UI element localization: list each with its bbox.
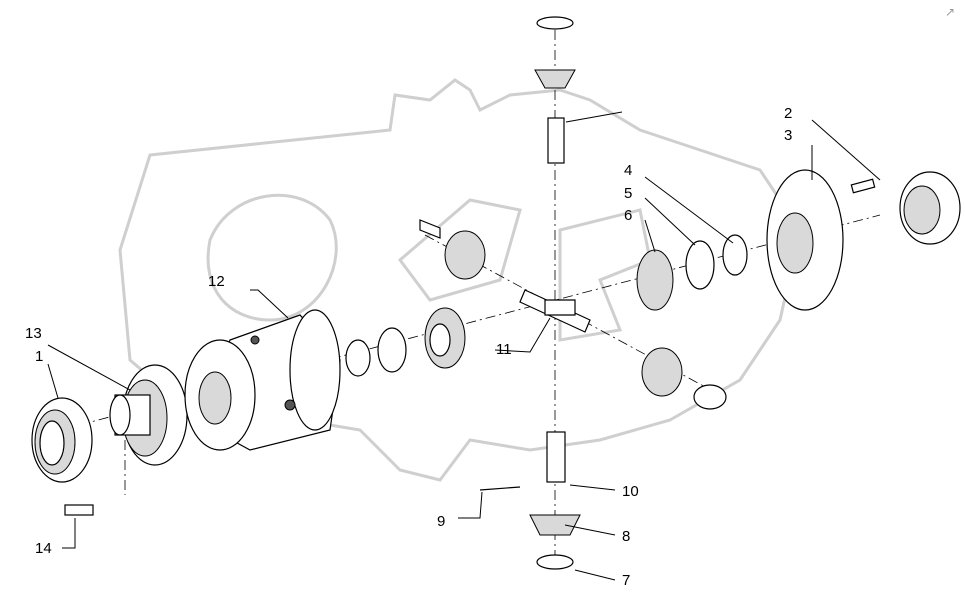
part-top-pin [547,111,623,164]
callout-9: 9 [437,513,445,530]
part-top-pinion [534,69,576,89]
part-top-washer [536,16,574,30]
callout-3: 3 [784,127,792,144]
callout-5: 5 [624,185,632,202]
part-side-gear-right [636,249,674,311]
part-bolt-14 [64,504,94,516]
part-cross-shaft [519,289,591,333]
callout-2: 2 [784,105,792,122]
part-bearing-right [899,171,961,245]
part-washer-5 [685,240,715,290]
washer-set-center [345,327,407,377]
callout-8: 8 [622,528,630,545]
callout-14: 14 [35,540,52,557]
part-pinion-gear-upper-left [419,219,486,280]
callout-12: 12 [208,273,225,290]
part-roll-pin-9 [479,486,521,491]
part-ring-flange [766,169,844,311]
part-pinion-gear-lower-right [641,347,727,410]
part-differential-housing [184,309,341,451]
part-bolt-2 [850,178,876,194]
callout-7: 7 [622,572,630,589]
callout-11: 11 [496,341,512,358]
part-bottom-pinion-8 [529,514,581,536]
callout-labels: 2 3 4 5 6 12 13 1 11 10 9 8 7 14 [25,105,792,589]
center-lines [59,30,881,570]
callout-1: 1 [35,348,43,365]
part-washer-4 [722,234,748,276]
corner-arrow-icon: ↗ [945,5,955,19]
part-side-gear-left [424,307,466,369]
callout-13: 13 [25,325,42,342]
callout-6: 6 [624,207,632,224]
part-bearing-left [31,397,93,483]
callout-4: 4 [624,162,632,179]
part-bottom-pin-10 [546,431,566,483]
part-bottom-washer-7 [536,554,574,570]
leader-lines [47,119,881,581]
part-flange-hub [109,364,188,466]
callout-10: 10 [622,483,639,500]
